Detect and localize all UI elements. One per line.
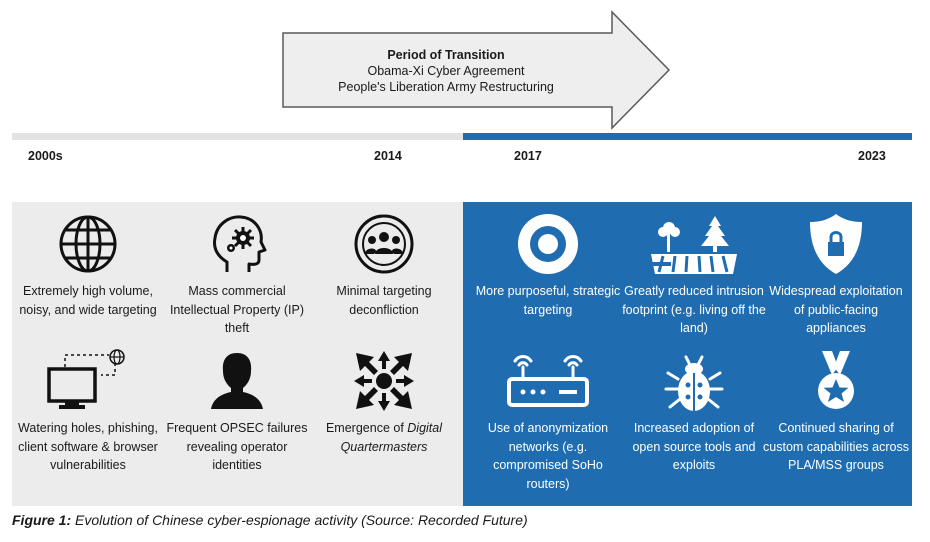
- year-2017: 2017: [514, 149, 542, 163]
- left-label-6: Emergence of Digital Quartermasters: [325, 421, 443, 454]
- monitor-web-icon: [47, 349, 125, 409]
- year-2023: 2023: [858, 149, 886, 163]
- target-icon: [518, 214, 578, 274]
- left-item-1: Extremely high volume, noisy, and wide t…: [15, 212, 161, 319]
- timeline-bar-recent: [463, 133, 912, 140]
- right-label-6: Continued sharing of custom capabilities…: [763, 421, 909, 472]
- person-silhouette-icon: [211, 353, 263, 409]
- right-item-4: Use of anonymization networks (e.g. comp…: [475, 349, 621, 493]
- router-icon: [507, 355, 589, 407]
- arrow-title: Period of Transition: [387, 48, 505, 62]
- year-2000s: 2000s: [28, 149, 63, 163]
- timeline-bar-early: [12, 133, 463, 140]
- right-label-5: Increased adoption of open source tools …: [632, 421, 756, 472]
- land-field-icon: [651, 216, 737, 274]
- arrow-line-2: People's Liberation Army Restructuring: [338, 80, 554, 94]
- arrow-shape: [282, 10, 671, 130]
- left-item-5: Frequent OPSEC failures revealing operat…: [164, 349, 310, 475]
- lock-shield-icon: [810, 214, 862, 274]
- right-label-4: Use of anonymization networks (e.g. comp…: [487, 421, 609, 491]
- left-item-2: Mass commercial Intellectual Property (I…: [164, 212, 310, 338]
- bug-icon: [664, 355, 724, 411]
- early-era-panel: Extremely high volume, noisy, and wide t…: [12, 202, 463, 506]
- medal-icon: [818, 351, 854, 409]
- year-2014: 2014: [374, 149, 402, 163]
- converging-arrows-icon: [354, 351, 414, 411]
- right-label-1: More purposeful, strategic targeting: [475, 284, 621, 317]
- left-label-2: Mass commercial Intellectual Property (I…: [169, 284, 305, 335]
- right-label-3: Widespread exploitation of public-facing…: [769, 284, 903, 335]
- left-label-5: Frequent OPSEC failures revealing operat…: [166, 421, 308, 472]
- right-item-1: More purposeful, strategic targeting: [475, 212, 621, 319]
- left-label-1: Extremely high volume, noisy, and wide t…: [19, 284, 157, 317]
- left-label-4: Watering holes, phishing, client softwar…: [18, 421, 158, 472]
- left-item-4: Watering holes, phishing, client softwar…: [15, 349, 161, 475]
- right-item-2: Greatly reduced intrusion footprint (e.g…: [621, 212, 767, 338]
- right-item-3: Widespread exploitation of public-facing…: [763, 212, 909, 338]
- left-label-3: Minimal targeting deconfliction: [336, 284, 432, 317]
- left-item-3: Minimal targeting deconfliction: [311, 212, 457, 319]
- group-circle-icon: [354, 214, 414, 274]
- right-item-6: Continued sharing of custom capabilities…: [763, 349, 909, 475]
- transition-arrow: Period of Transition Obama-Xi Cyber Agre…: [281, 10, 673, 130]
- recent-era-panel: More purposeful, strategic targeting Gre…: [463, 202, 912, 506]
- figure-caption: Figure 1: Evolution of Chinese cyber-esp…: [12, 512, 528, 528]
- left-item-6: Emergence of Digital Quartermasters: [311, 349, 457, 456]
- head-gears-icon: [213, 215, 267, 272]
- right-item-5: Increased adoption of open source tools …: [621, 349, 767, 475]
- right-label-2: Greatly reduced intrusion footprint (e.g…: [622, 284, 766, 335]
- arrow-line-1: Obama-Xi Cyber Agreement: [367, 64, 525, 78]
- globe-icon: [59, 215, 117, 273]
